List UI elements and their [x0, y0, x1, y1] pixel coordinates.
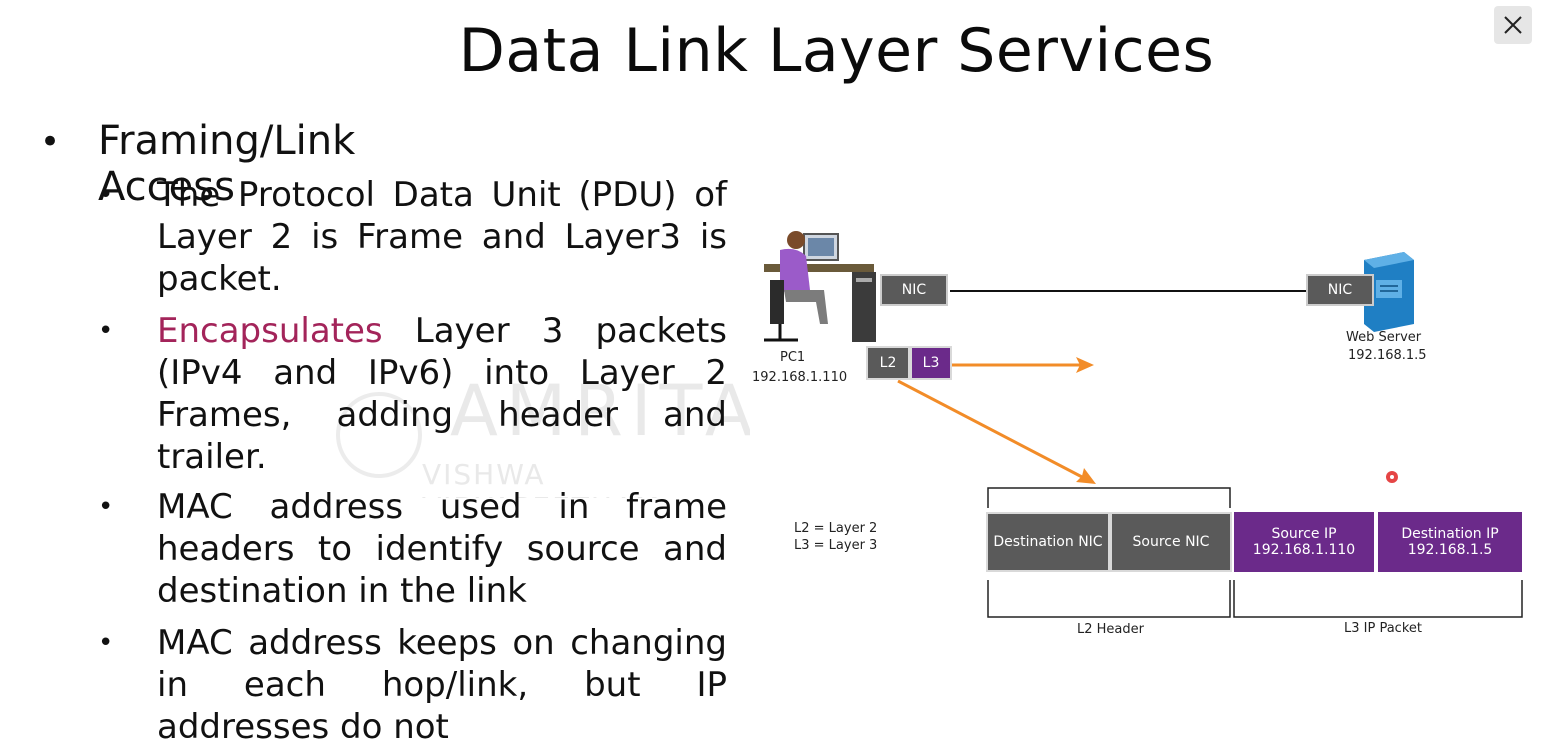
arrow-head: [1076, 468, 1096, 484]
diagram-lines: [764, 231, 1523, 618]
sub-bullet-4: MAC address keeps on changing in each ho…: [157, 622, 727, 748]
frame-destination-nic: Destination NIC: [986, 512, 1110, 572]
bullet-main: Framing/Link Access: [98, 118, 356, 210]
sub-bullet-dot: •: [98, 628, 114, 658]
encapsulation-diagram: NIC NIC PC1 192.168.1.110 Web Server 192…: [740, 220, 1540, 650]
frame-source-nic: Source NIC: [1110, 512, 1232, 572]
source-ip-label: Source IP: [1271, 526, 1337, 542]
sub-bullet-4-text: MAC address keeps on changing in each ho…: [157, 623, 727, 747]
bracket-l2: [987, 580, 1231, 618]
destination-ip-label: Destination IP: [1401, 526, 1499, 542]
frame-destination-ip: Destination IP 192.168.1.5: [1378, 512, 1522, 572]
sub-bullet-1-text: The Protocol Data Unit (PDU) of Layer 2 …: [157, 175, 727, 299]
server-icon: [1364, 252, 1414, 332]
close-icon: [1504, 16, 1522, 34]
legend-l3: L3 = Layer 3: [794, 538, 878, 553]
slide-title: Data Link Layer Services: [458, 16, 1215, 86]
server-ip: 192.168.1.5: [1348, 348, 1427, 363]
sub-bullet-2: Encapsulates Layer 3 packets (IPv4 and I…: [157, 310, 727, 478]
sub-bullet-dot: •: [98, 316, 114, 346]
legend-l2: L2 = Layer 2: [794, 521, 878, 536]
frame-source-ip: Source IP 192.168.1.110: [1234, 512, 1374, 572]
pdu-l3: L3: [910, 346, 952, 380]
l2-header-label: L2 Header: [1077, 622, 1144, 637]
sub-bullet-3-text: MAC address used in frame headers to ide…: [157, 487, 727, 611]
sub-bullet-dot: •: [98, 180, 114, 210]
highlight-encapsulates: Encapsulates: [157, 311, 383, 351]
pointer-dot-icon: [1386, 471, 1398, 483]
server-name: Web Server: [1346, 330, 1422, 345]
sub-bullet-1: The Protocol Data Unit (PDU) of Layer 2 …: [157, 174, 727, 300]
sub-bullet-2-text: Layer 3 packets (IPv4 and IPv6) into Lay…: [157, 311, 727, 477]
source-ip-value: 192.168.1.110: [1252, 542, 1356, 558]
pc-ip: 192.168.1.110: [752, 370, 848, 385]
arrow-diagonal: [897, 379, 1085, 480]
pc-user-icon: [764, 231, 876, 342]
nic-right: NIC: [1306, 274, 1374, 306]
pc-name: PC1: [780, 350, 806, 365]
arrow-head: [1076, 357, 1094, 373]
sub-bullet-dot: •: [98, 492, 114, 522]
l3-packet-label: L3 IP Packet: [1344, 621, 1422, 636]
sub-bullet-3: MAC address used in frame headers to ide…: [157, 486, 727, 612]
nic-left: NIC: [880, 274, 948, 306]
bullet-dot: •: [40, 122, 61, 162]
bracket-top: [987, 487, 1231, 508]
bracket-l3: [1233, 580, 1523, 618]
pdu-l2: L2: [866, 346, 910, 380]
destination-ip-value: 192.168.1.5: [1407, 542, 1493, 558]
close-button[interactable]: [1494, 6, 1532, 44]
